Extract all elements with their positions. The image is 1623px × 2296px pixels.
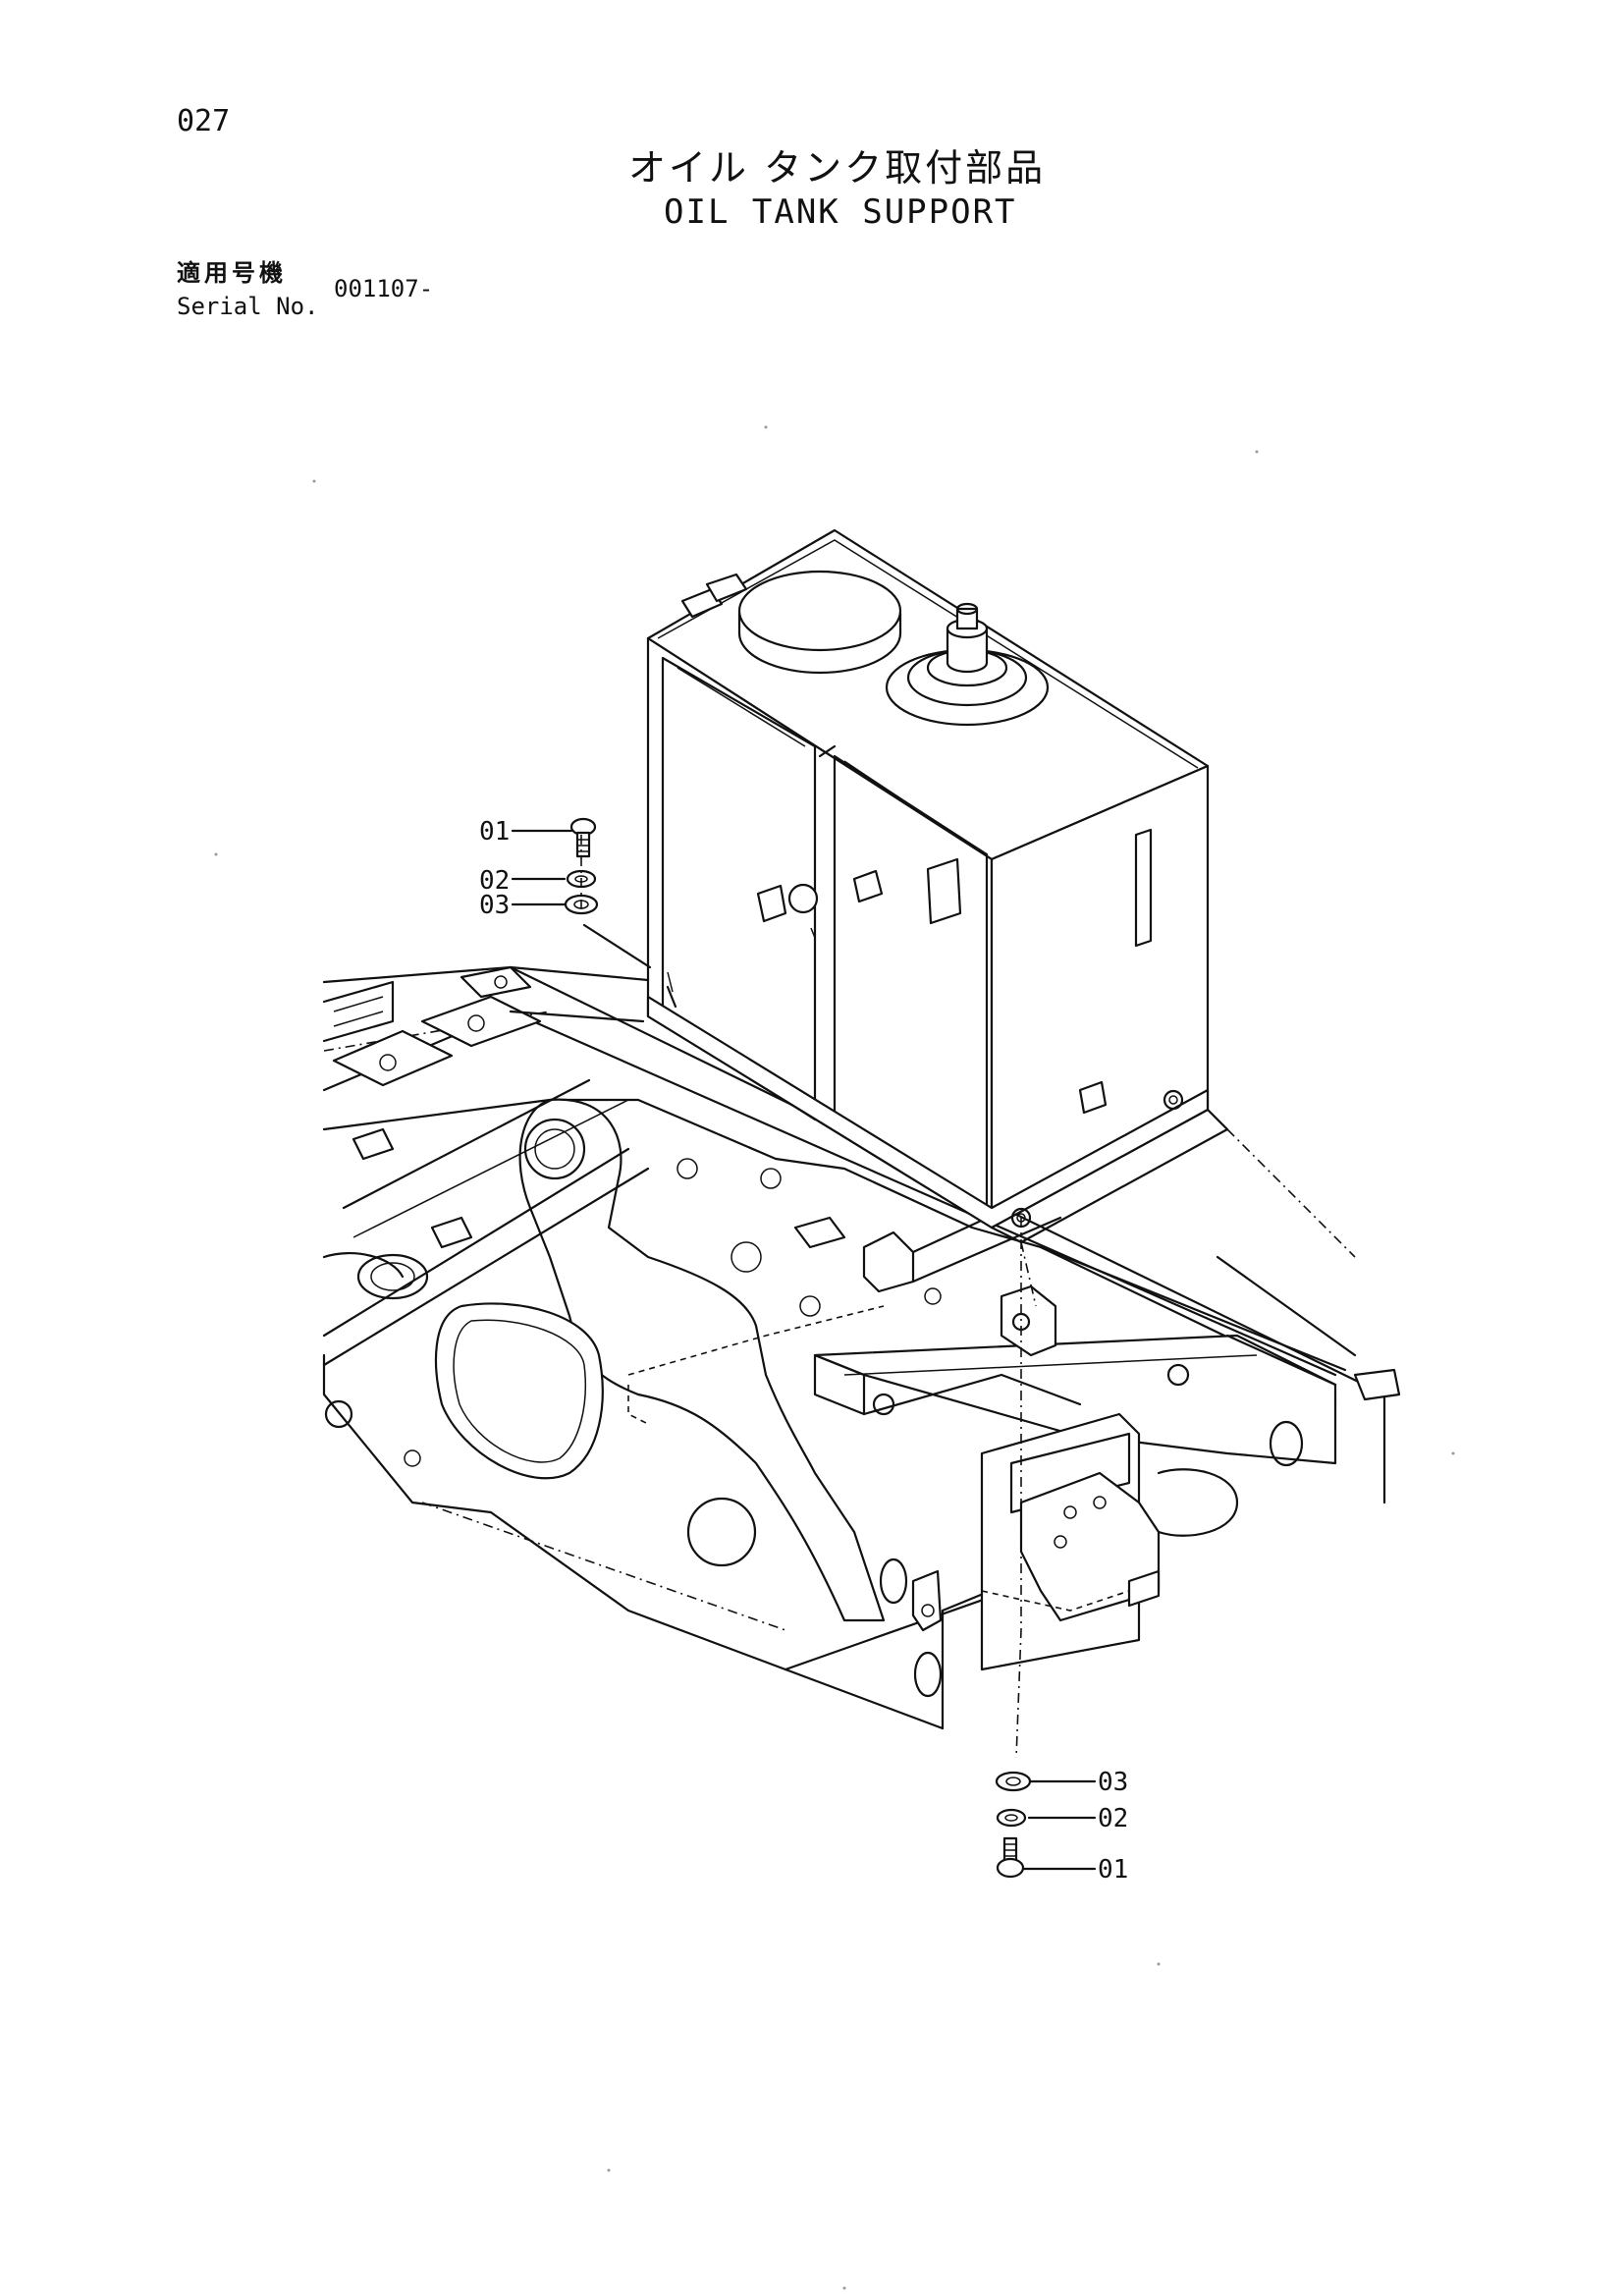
bolt-top (569, 817, 597, 858)
callout-label-03-bottom: 03 (1098, 1768, 1128, 1797)
callout-label-03-top: 03 (479, 891, 510, 920)
callout-label-01-top: 01 (479, 817, 510, 847)
oil-tank-drawing (646, 528, 1229, 1244)
scan-specks (214, 425, 1455, 2290)
serial-label-jp: 適用号機 (177, 259, 287, 287)
page-title-jp: オイル タンク取付部品 (628, 146, 1047, 190)
spring-washer-bottom (996, 1808, 1027, 1828)
callout-group-top: 01 02 03 (479, 817, 599, 920)
washer-bottom (995, 1771, 1032, 1792)
callout-label-01-bottom: 01 (1098, 1855, 1128, 1885)
alignment-lines (509, 923, 1356, 1759)
callout-label-02-top: 02 (479, 866, 510, 896)
page-number: 027 (177, 104, 231, 138)
callout-group-bottom: 03 02 01 (995, 1768, 1128, 1885)
page-title-en: OIL TANK SUPPORT (664, 192, 1017, 232)
callout-label-02-bottom: 02 (1098, 1804, 1128, 1833)
serial-label-en: Serial No. (177, 293, 319, 320)
bolt-bottom (996, 1836, 1025, 1879)
serial-value: 001107- (334, 275, 434, 302)
